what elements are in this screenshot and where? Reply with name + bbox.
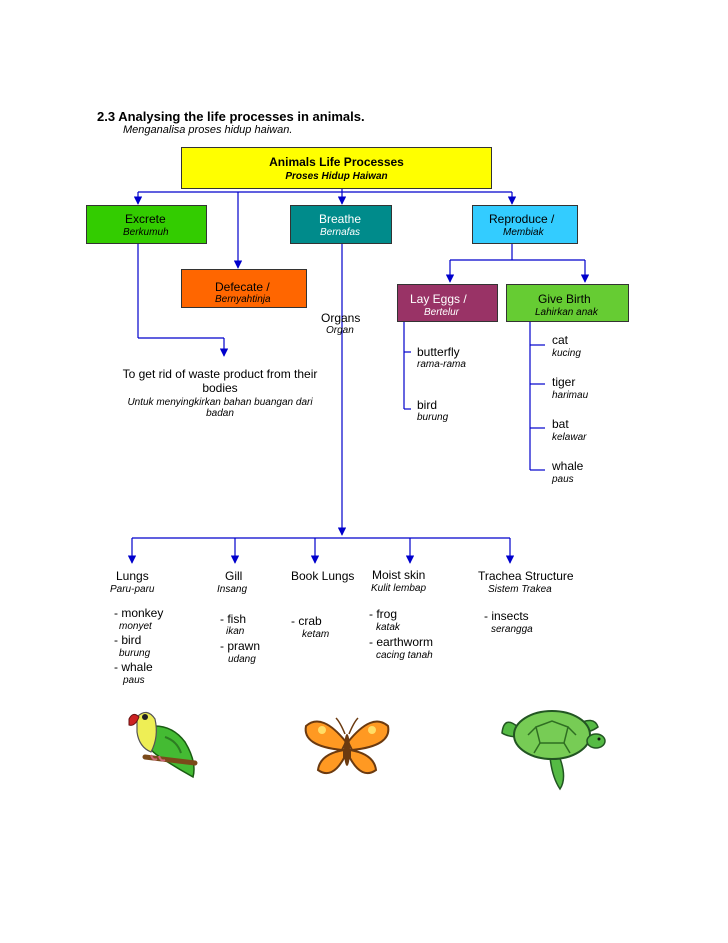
parrot-illustration bbox=[128, 711, 198, 779]
give-birth-node: Give Birth Lahirkan anak bbox=[506, 284, 629, 322]
birth-animal-en: cat bbox=[552, 333, 569, 347]
birth-animal-en: tiger bbox=[552, 375, 576, 389]
gill-example-en: - prawn bbox=[220, 639, 261, 653]
excrete-node: Excrete Berkumuh bbox=[86, 205, 207, 244]
section-title: 2.3 Analysing the life processes in anim… bbox=[97, 109, 365, 124]
excrete-label: Excrete bbox=[125, 212, 166, 226]
excrete-note: To get rid of waste product from their b… bbox=[100, 367, 340, 419]
book-lungs-example-ms: ketam bbox=[302, 629, 330, 640]
birth-animal-ms: kucing bbox=[552, 348, 581, 359]
gill-example-en: - fish bbox=[220, 612, 247, 626]
gill-example-ms: ikan bbox=[226, 626, 245, 637]
reproduce-node: Reproduce / Membiak bbox=[472, 205, 578, 244]
birth-animal-ms: harimau bbox=[552, 390, 589, 401]
breathe-label: Breathe bbox=[319, 212, 362, 226]
organ-trachea-sublabel: Sistem Trakea bbox=[488, 584, 552, 595]
lungs-example-ms: paus bbox=[123, 675, 145, 686]
egg-animal-en: butterfly bbox=[417, 345, 460, 359]
butterfly-illustration bbox=[304, 717, 390, 774]
reproduce-label: Reproduce / bbox=[489, 212, 555, 226]
reproduce-sublabel: Membiak bbox=[503, 227, 544, 238]
lay-eggs-sublabel: Bertelur bbox=[424, 307, 460, 318]
organs-label: Organs bbox=[321, 311, 361, 325]
excrete-sublabel: Berkumuh bbox=[123, 227, 169, 238]
excrete-note-line-1: To get rid of waste product from their bbox=[122, 367, 318, 381]
organ-moist-skin-label: Moist skin bbox=[372, 568, 426, 582]
lungs-example-ms: monyet bbox=[119, 621, 152, 632]
moist-skin-example-ms: katak bbox=[376, 622, 400, 633]
egg-animal-en: bird bbox=[417, 398, 438, 412]
section-subtitle: Menganalisa proses hidup haiwan. bbox=[123, 124, 293, 136]
trachea-example-ms: serangga bbox=[491, 624, 533, 635]
defecate-label: Defecate / bbox=[215, 280, 270, 294]
excrete-note-line-3: Untuk menyingkirkan bahan buangan dari bbox=[127, 397, 313, 408]
gill-example-ms: udang bbox=[228, 654, 256, 665]
lay-eggs-node: Lay Eggs / Bertelur bbox=[397, 284, 498, 322]
lungs-example-en: - whale bbox=[114, 660, 153, 674]
lay-eggs-label: Lay Eggs / bbox=[410, 292, 467, 306]
organ-lungs-label: Lungs bbox=[116, 569, 149, 583]
birth-animal-en: whale bbox=[552, 459, 584, 473]
birth-animal-ms: kelawar bbox=[552, 432, 587, 443]
trachea-example-en: - insects bbox=[484, 609, 529, 623]
moist-skin-example-en: - earthworm bbox=[369, 635, 434, 649]
moist-skin-example-en: - frog bbox=[369, 607, 398, 621]
egg-animal-ms: rama-rama bbox=[417, 359, 466, 370]
egg-animal-ms: burung bbox=[417, 412, 449, 423]
root-label: Animals Life Processes bbox=[269, 155, 404, 169]
moist-skin-example-ms: cacing tanah bbox=[376, 650, 433, 661]
birth-animal-en: bat bbox=[552, 417, 569, 431]
organ-lungs-sublabel: Paru-paru bbox=[110, 584, 155, 595]
breathe-node: Breathe Bernafas bbox=[290, 205, 392, 244]
organ-gill-sublabel: Insang bbox=[217, 584, 248, 595]
organ-book-lungs-label: Book Lungs bbox=[291, 569, 355, 583]
root-sublabel: Proses Hidup Haiwan bbox=[285, 171, 388, 182]
lungs-example-en: - bird bbox=[114, 633, 142, 647]
defecate-sublabel: Bernyahtinja bbox=[215, 294, 271, 305]
give-birth-sublabel: Lahirkan anak bbox=[535, 307, 598, 318]
lungs-example-en: - monkey bbox=[114, 606, 164, 620]
book-lungs-example-en: - crab bbox=[291, 614, 322, 628]
turtle-illustration bbox=[501, 710, 606, 791]
give-birth-label: Give Birth bbox=[538, 292, 591, 306]
birth-animal-ms: paus bbox=[552, 474, 574, 485]
organs-sublabel: Organ bbox=[326, 325, 354, 336]
lungs-example-ms: burung bbox=[119, 648, 151, 659]
organ-trachea-label: Trachea Structure bbox=[478, 569, 574, 583]
excrete-note-line-2: bodies bbox=[202, 381, 238, 395]
organ-moist-skin-sublabel: Kulit lembap bbox=[371, 583, 427, 594]
breathe-sublabel: Bernafas bbox=[320, 227, 361, 238]
excrete-note-line-4: badan bbox=[206, 408, 234, 419]
root-node: Animals Life Processes Proses Hidup Haiw… bbox=[181, 147, 492, 189]
defecate-node: Defecate / Bernyahtinja bbox=[181, 269, 307, 308]
organ-gill-label: Gill bbox=[225, 569, 243, 583]
